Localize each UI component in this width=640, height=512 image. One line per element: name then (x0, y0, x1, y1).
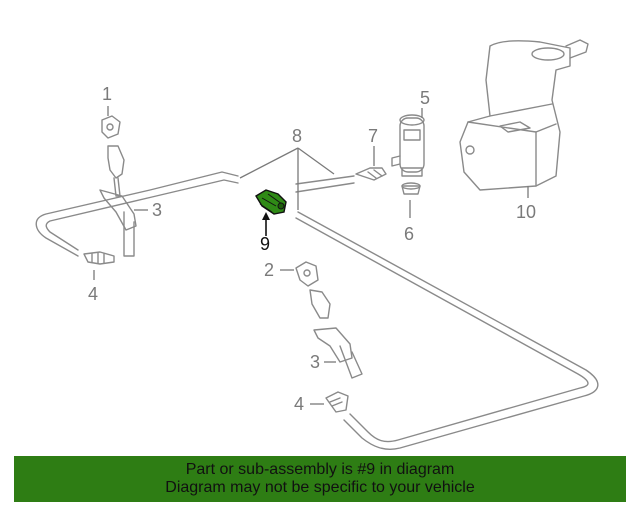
callout-3-lower: 3 (310, 352, 320, 372)
hose-connector (355, 167, 387, 181)
callout-9: 9 (260, 234, 270, 254)
right-nozzle-assembly (295, 261, 363, 413)
washer-reservoir (459, 39, 589, 191)
left-nozzle-assembly (83, 115, 137, 265)
callout-10: 10 (516, 202, 536, 222)
callout-4-left: 4 (88, 284, 98, 304)
callout-3-left: 3 (152, 200, 162, 220)
callout-1: 1 (102, 84, 112, 104)
pump-grommet (401, 182, 421, 195)
washer-pump (391, 114, 425, 177)
callout-7: 7 (368, 126, 378, 146)
info-banner: Part or sub-assembly is #9 in diagram Di… (14, 456, 626, 502)
callout-4-lower: 4 (294, 394, 304, 414)
washer-hose (35, 171, 599, 450)
leader-lines (93, 106, 529, 405)
callout-2: 2 (264, 260, 274, 280)
callout-5: 5 (420, 88, 430, 108)
banner-line-2: Diagram may not be specific to your vehi… (165, 479, 475, 496)
callout-6: 6 (404, 224, 414, 244)
callout-8: 8 (292, 126, 302, 146)
highlighted-check-valve (255, 189, 287, 215)
banner-line-1: Part or sub-assembly is #9 in diagram (185, 461, 455, 478)
